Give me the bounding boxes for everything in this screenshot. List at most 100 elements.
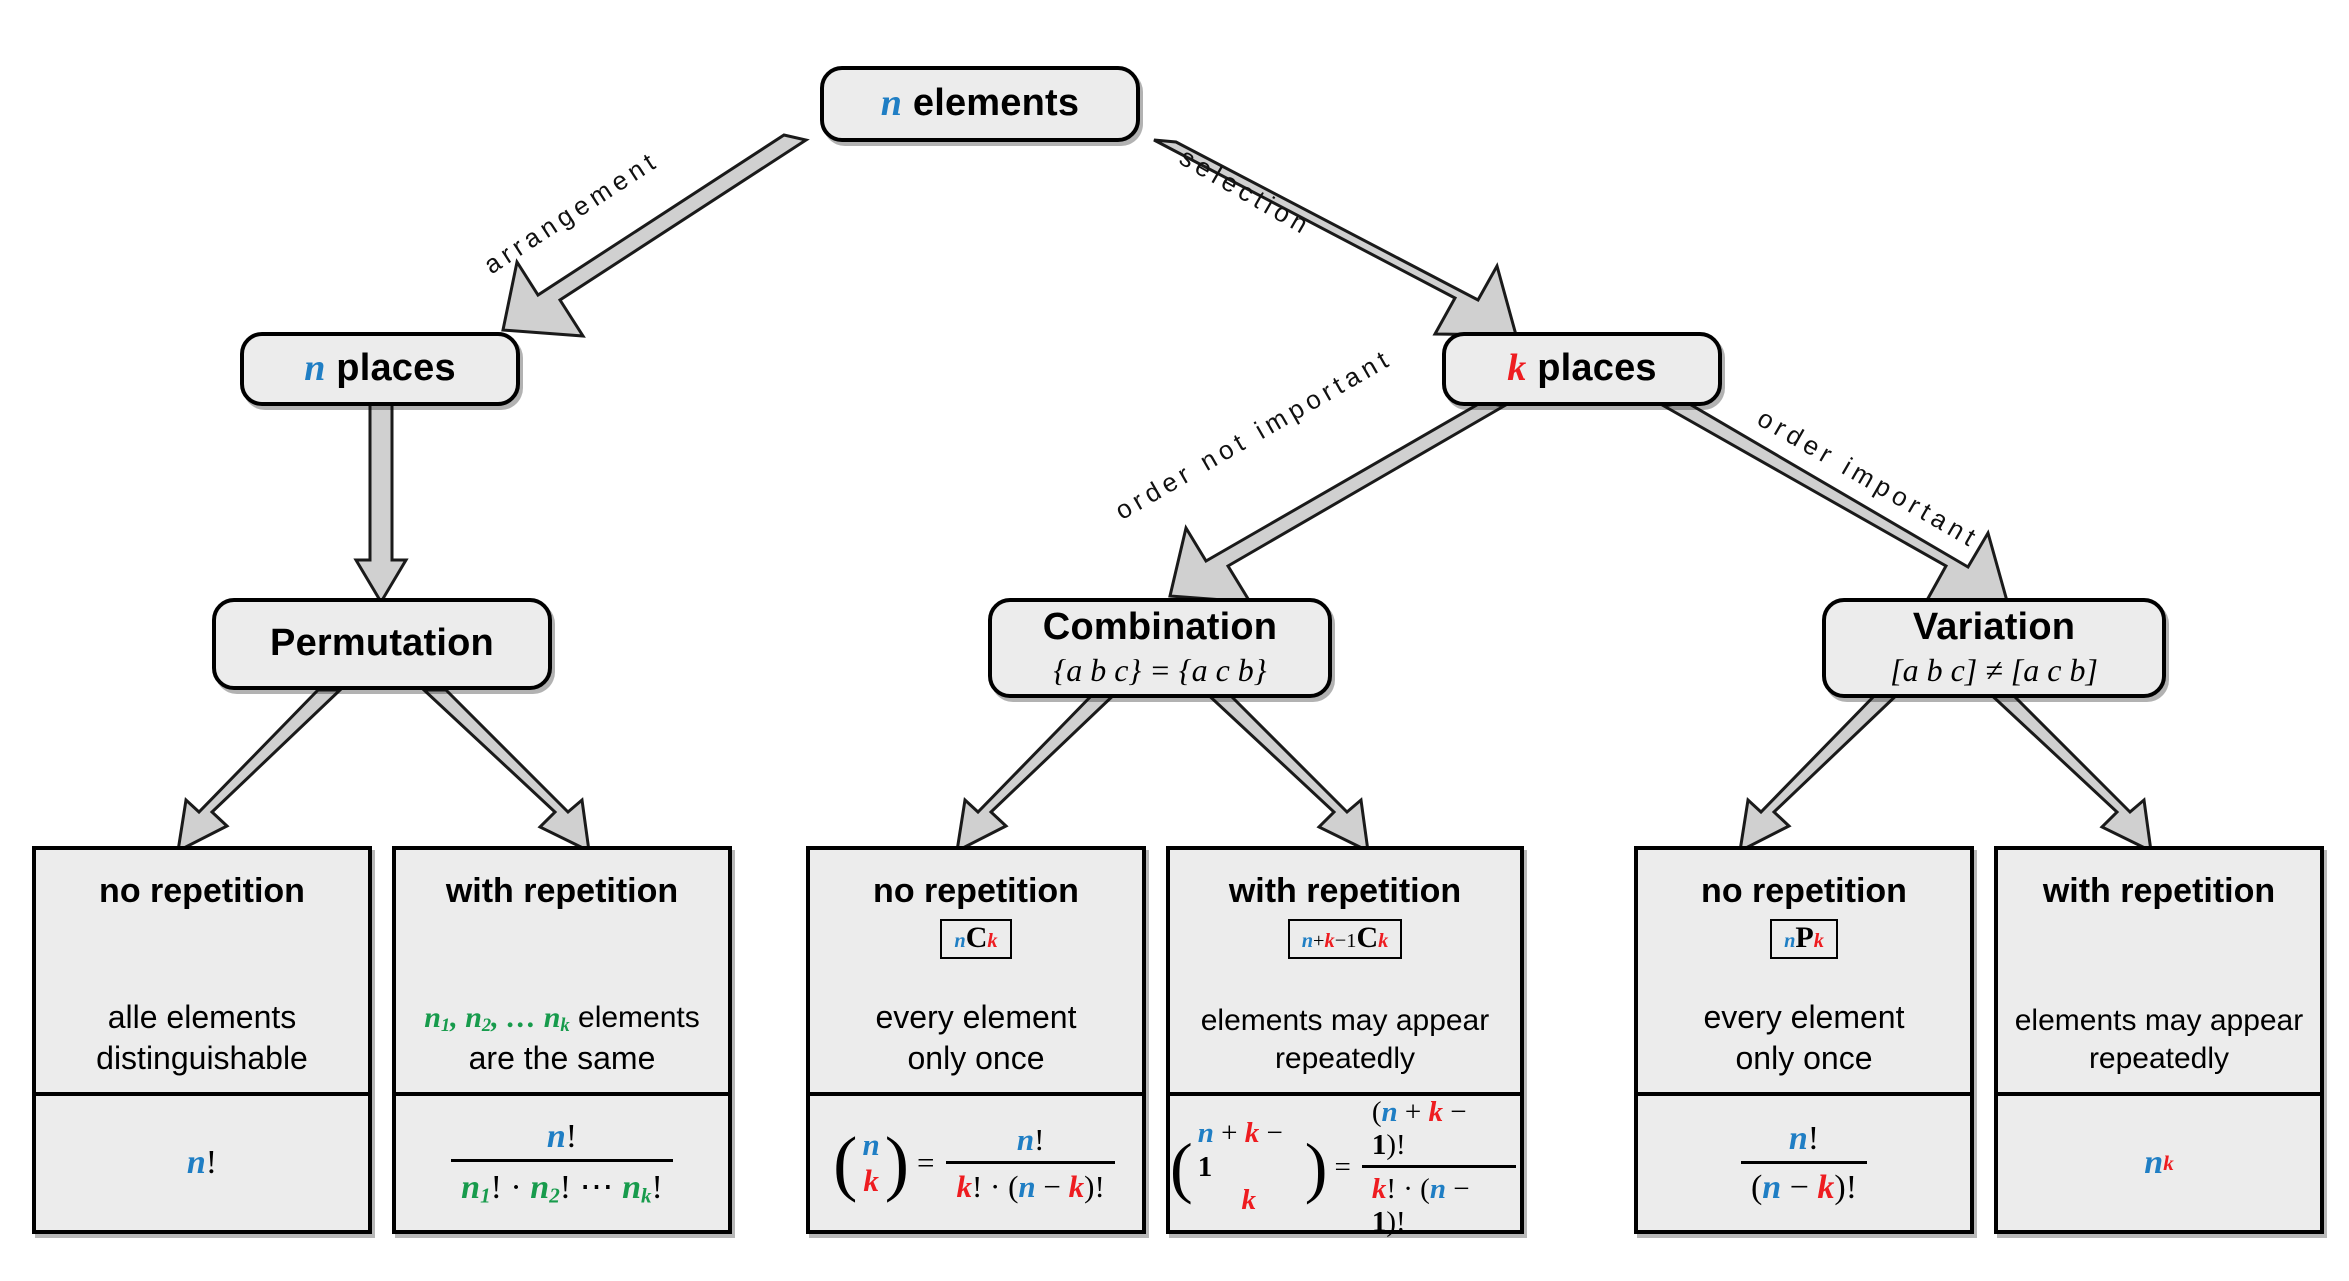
variable-n: n (1762, 1168, 1782, 1206)
numerator: (n + k − 1)! (1371, 1096, 1467, 1161)
leaf-upper: with repetition elements may appear repe… (1998, 850, 2320, 1096)
variable-n: n (1301, 930, 1314, 952)
leaf-head: no repetition (1701, 872, 1907, 910)
equals-sign: = (1334, 1151, 1351, 1183)
binomial-coefficient: ( n + k − 1 k ) (1170, 1117, 1328, 1218)
leaf-head: with repetition (445, 872, 679, 910)
leaf-permutation-with-repetition[interactable]: with repetition n1, n2, … nk elements ar… (392, 846, 732, 1234)
leaf-upper: no repetition alle elements distinguisha… (36, 850, 368, 1096)
variable-n: n (1381, 1096, 1398, 1128)
fraction: n! k! · (n − k)! (946, 1121, 1115, 1205)
denominator: (n − k)! (1740, 1160, 1868, 1207)
variable-k: k (1428, 1096, 1444, 1128)
node-variation[interactable]: Variation [a b c] ≠ [a c b] (1822, 598, 2166, 698)
variable-n: n (1018, 1168, 1036, 1204)
leaf-desc-line2: are the same (468, 1039, 656, 1076)
paren-close: ) (884, 1121, 909, 1203)
variable-k: k (863, 1163, 879, 1198)
binomial-coefficient: ( n k ) (833, 1121, 909, 1203)
leaf-desc-line1: elements may appear (1200, 1004, 1490, 1038)
node-k-places[interactable]: k places (1442, 332, 1722, 406)
node-combination-title: Combination (1042, 605, 1278, 648)
variable-n-indexed: n1, n2, … nk (424, 1001, 570, 1037)
variable-n: n (546, 1117, 566, 1155)
variable-k: k (1371, 1173, 1387, 1205)
node-permutation-title: Permutation (270, 622, 494, 665)
variable-k: k (1378, 930, 1389, 952)
leaf-formula: n! n1! · n2! ⋯ nk! (396, 1096, 728, 1230)
leaf-desc-line1: elements may appear (2014, 1004, 2304, 1038)
leaf-head: with repetition (1228, 872, 1462, 910)
variable-n: n (1429, 1173, 1446, 1205)
leaf-formula: ( n k ) = n! k! · (n − k)! (810, 1096, 1142, 1230)
leaf-formula: n! (36, 1096, 368, 1230)
variable-n: n (880, 82, 903, 125)
variable-k: k (956, 1168, 972, 1204)
node-n-places-label: n places (304, 347, 456, 390)
leaf-description: elements may appear repeatedly (1201, 1002, 1490, 1078)
leaf-description: elements may appear repeatedly (2015, 1002, 2304, 1078)
edge-label-selection: selection (1174, 141, 1318, 242)
equals-sign: = (916, 1145, 935, 1180)
variable-n: n (2144, 1144, 2164, 1181)
symbol-subscript: n+k−1 (1301, 930, 1357, 952)
fraction: (n + k − 1)! k! · (n − 1)! (1361, 1096, 1516, 1239)
leaf-combination-no-repetition[interactable]: no repetition nCk every element only onc… (806, 846, 1146, 1234)
binomial-stack: n k (857, 1127, 884, 1199)
leaf-head: no repetition (873, 872, 1079, 910)
node-k-places-text: places (1526, 347, 1657, 390)
variable-n: n (1197, 1117, 1214, 1150)
factorial: ! (205, 1144, 218, 1181)
leaf-desc-line1: every element (875, 999, 1077, 1036)
variable-k: k (1068, 1168, 1085, 1204)
numerator: n! (546, 1117, 578, 1155)
node-n-places-text: places (325, 347, 456, 390)
leaf-desc-line2: only once (1735, 1039, 1873, 1076)
leaf-upper: no repetition nPk every element only onc… (1638, 850, 1970, 1096)
numerator: n! (1788, 1119, 1820, 1157)
leaf-formula: n! (n − k)! (1638, 1096, 1970, 1230)
variable-n-indexed: n2 (530, 1168, 560, 1208)
leaf-permutation-no-repetition[interactable]: no repetition alle elements distinguisha… (32, 846, 372, 1234)
node-n-elements[interactable]: n elements (820, 66, 1140, 142)
variable-n-indexed: n1 (461, 1168, 491, 1208)
fraction: n! n1! · n2! ⋯ nk! (451, 1118, 673, 1209)
fraction: n! (n − k)! (1740, 1119, 1868, 1207)
leaf-upper: with repetition n1, n2, … nk elements ar… (396, 850, 728, 1096)
node-n-places[interactable]: n places (240, 332, 520, 406)
edge-label-order-important: order important (1752, 402, 1986, 555)
variable-n: n (1784, 930, 1796, 952)
variable-n: n (954, 930, 966, 952)
node-k-places-label: k places (1507, 347, 1657, 390)
binomial-stack: n + k − 1 k (1193, 1117, 1305, 1218)
numerator: n! (1016, 1121, 1045, 1157)
leaf-desc-line2: only once (907, 1039, 1045, 1076)
node-permutation[interactable]: Permutation (212, 598, 552, 690)
variable-n: n (186, 1144, 206, 1181)
leaf-upper: with repetition n+k−1Ck elements may app… (1170, 850, 1520, 1096)
edge-label-arrangement: arrangement (478, 144, 665, 280)
symbol-C: C (965, 921, 988, 954)
symbol-P: P (1795, 921, 1814, 954)
symbol-nPk: nPk (1770, 919, 1838, 959)
variable-n: n (1016, 1121, 1035, 1157)
leaf-variation-with-repetition[interactable]: with repetition elements may appear repe… (1994, 846, 2324, 1234)
leaf-combination-with-repetition[interactable]: with repetition n+k−1Ck elements may app… (1166, 846, 1524, 1238)
leaf-description: alle elements distinguishable (96, 997, 308, 1078)
variable-n: n (1788, 1119, 1808, 1157)
symbol-C: C (1356, 921, 1379, 954)
leaf-variation-no-repetition[interactable]: no repetition nPk every element only onc… (1634, 846, 1974, 1234)
node-variation-title: Variation (1912, 605, 2076, 648)
edge-label-order-not-important: order not important (1109, 342, 1398, 526)
leaf-upper: no repetition nCk every element only onc… (810, 850, 1142, 1096)
leaf-head: with repetition (2042, 872, 2276, 910)
leaf-description: n1, n2, … nk elements are the same (424, 999, 700, 1078)
variable-n-indexed: nk (622, 1168, 652, 1208)
denominator: n1! · n2! ⋯ nk! (451, 1158, 673, 1209)
variable-k: k (1817, 1168, 1835, 1206)
leaf-desc-line2: distinguishable (96, 1039, 308, 1076)
paren-close: ) (1304, 1128, 1328, 1205)
node-combination[interactable]: Combination {a b c} = {a c b} (988, 598, 1332, 698)
variable-n: n (304, 347, 326, 390)
